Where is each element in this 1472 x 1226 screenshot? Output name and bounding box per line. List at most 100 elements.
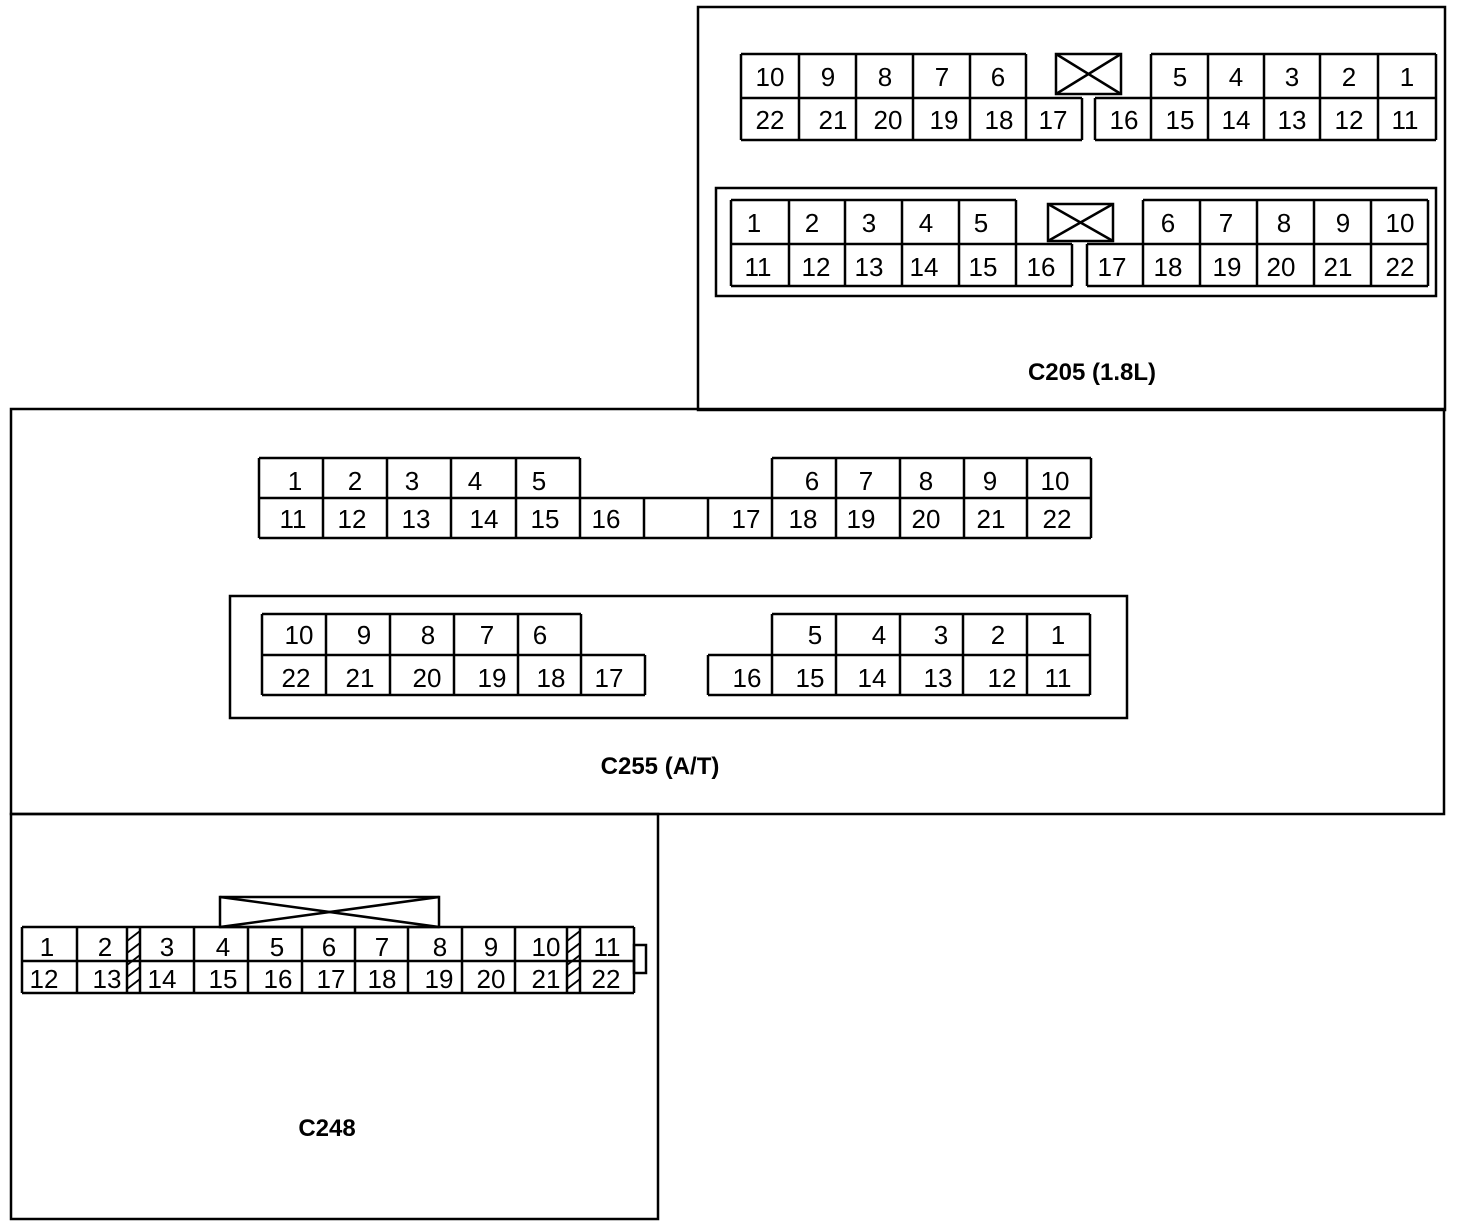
pin-label: 9	[484, 932, 498, 962]
pin-label: 17	[1098, 252, 1127, 282]
pin-label: 14	[148, 964, 177, 994]
pin-label: 21	[1324, 252, 1353, 282]
pin-label: 4	[872, 620, 886, 650]
pin-label: 20	[477, 964, 506, 994]
pin-label: 18	[789, 504, 818, 534]
pin-label: 17	[595, 663, 624, 693]
pin-label: 16	[592, 504, 621, 534]
pin-label: 10	[1386, 208, 1415, 238]
pin-label: 10	[285, 620, 314, 650]
pin-label: 22	[282, 663, 311, 693]
pin-label: 12	[1335, 105, 1364, 135]
pin-label: 1	[40, 932, 54, 962]
pin-label: 15	[531, 504, 560, 534]
pin-label: 13	[93, 964, 122, 994]
pin-label: 14	[910, 252, 939, 282]
pin-label: 1	[1051, 620, 1065, 650]
pin-label: 11	[594, 932, 621, 962]
pin-label: 13	[402, 504, 431, 534]
pin-label: 8	[1277, 208, 1291, 238]
pin-label: 3	[160, 932, 174, 962]
pin-label: 5	[270, 932, 284, 962]
pin-label: 8	[421, 620, 435, 650]
pin-label: 6	[805, 466, 819, 496]
pin-label: 22	[756, 105, 785, 135]
pin-label: 15	[1166, 105, 1195, 135]
pin-label: 6	[322, 932, 336, 962]
pin-label: 4	[468, 466, 482, 496]
c205-top-key-icon	[1054, 52, 1123, 96]
pin-label: 5	[1173, 62, 1187, 92]
pin-label: 10	[532, 932, 561, 962]
pin-label: 20	[1267, 252, 1296, 282]
pin-label: 5	[808, 620, 822, 650]
pin-label: 11	[1392, 105, 1419, 135]
c248-key-icon	[218, 895, 441, 929]
pin-label: 12	[30, 964, 59, 994]
pin-label: 7	[935, 62, 949, 92]
pin-label: 1	[747, 208, 761, 238]
c248-lock-hatch-right	[566, 930, 581, 990]
pin-label: 2	[991, 620, 1005, 650]
pin-label: 11	[745, 252, 772, 282]
pin-label: 3	[405, 466, 419, 496]
pin-label: 5	[974, 208, 988, 238]
pin-label: 4	[216, 932, 230, 962]
pin-label: 16	[1027, 252, 1056, 282]
c248-connector	[20, 925, 648, 995]
pin-label: 17	[732, 504, 761, 534]
pin-label: 18	[537, 663, 566, 693]
c205-top-connector	[739, 52, 1438, 142]
c248-lock-hatch-left	[126, 930, 141, 990]
c205-bottom-connector	[714, 186, 1438, 298]
pin-label: 9	[983, 466, 997, 496]
pin-label: 6	[533, 620, 547, 650]
pin-label: 16	[264, 964, 293, 994]
pin-label: 3	[862, 208, 876, 238]
pin-label: 1	[1400, 62, 1414, 92]
pin-label: 14	[470, 504, 499, 534]
pin-label: 9	[1336, 208, 1350, 238]
pin-label: 15	[969, 252, 998, 282]
c255-panel	[9, 407, 1446, 816]
pin-label: 12	[338, 504, 367, 534]
pin-label: 4	[919, 208, 933, 238]
pin-label: 11	[280, 504, 307, 534]
pin-label: 13	[924, 663, 953, 693]
pin-label: 20	[912, 504, 941, 534]
pin-label: 17	[317, 964, 346, 994]
pin-label: 7	[859, 466, 873, 496]
pin-label: 16	[1110, 105, 1139, 135]
pin-label: 11	[1045, 663, 1072, 693]
pin-label: 18	[1154, 252, 1183, 282]
pin-label: 14	[1222, 105, 1251, 135]
pin-label: 8	[878, 62, 892, 92]
pin-label: 14	[858, 663, 887, 693]
pin-label: 9	[821, 62, 835, 92]
pin-label: 21	[977, 504, 1006, 534]
pin-label: 19	[1213, 252, 1242, 282]
pin-label: 21	[532, 964, 561, 994]
pin-label: 12	[988, 663, 1017, 693]
pin-label: 15	[209, 964, 238, 994]
pin-label: 19	[930, 105, 959, 135]
c255-caption: C255 (A/T)	[601, 753, 720, 780]
pin-label: 16	[733, 663, 762, 693]
pin-label: 19	[478, 663, 507, 693]
pin-label: 19	[847, 504, 876, 534]
pin-label: 18	[985, 105, 1014, 135]
pin-label: 22	[1043, 504, 1072, 534]
pin-label: 3	[1285, 62, 1299, 92]
pin-label: 21	[819, 105, 848, 135]
pin-label: 21	[346, 663, 375, 693]
pin-label: 6	[1161, 208, 1175, 238]
c205-caption: C205 (1.8L)	[1028, 359, 1156, 386]
pin-label: 2	[348, 466, 362, 496]
pin-label: 18	[368, 964, 397, 994]
pin-label: 13	[1278, 105, 1307, 135]
pin-label: 1	[288, 466, 302, 496]
pin-label: 8	[919, 466, 933, 496]
pin-label: 10	[1041, 466, 1070, 496]
pin-label: 17	[1039, 105, 1068, 135]
